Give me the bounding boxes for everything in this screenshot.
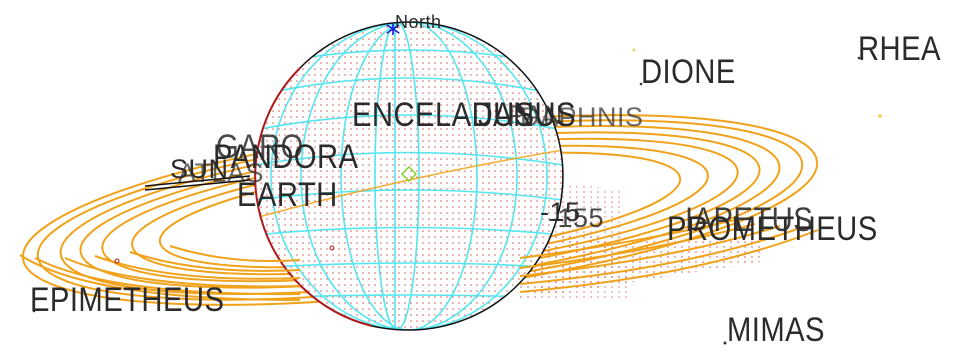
moon-label-mimas[interactable]: MIMAS xyxy=(727,311,825,349)
moon-label-epimetheus[interactable]: EPIMETHEUS xyxy=(30,281,225,319)
moon-label-iapetus[interactable]: IAPETUS xyxy=(685,201,814,239)
north-label: North xyxy=(395,12,442,32)
coord-label-lower: -155 xyxy=(548,203,605,233)
moon-label-pan[interactable]: PAN xyxy=(508,100,564,130)
rings-front xyxy=(19,219,819,301)
moon-label-pandora[interactable]: PANDORA xyxy=(213,138,359,176)
moon-label-enceladus[interactable]: ENCELADUS xyxy=(352,96,535,134)
moon-label-garo[interactable]: GARO xyxy=(216,128,304,166)
saturn-globe xyxy=(254,21,564,331)
moon-dots xyxy=(32,48,882,345)
sun-earth-indicator xyxy=(144,175,251,191)
moon-label-dione[interactable]: DIONE xyxy=(641,53,736,91)
sub-observer-marker xyxy=(400,165,418,183)
moon-label-sun[interactable]: SUN xyxy=(170,154,229,184)
moon-label-prometheus[interactable]: PROMETHEUS xyxy=(667,210,878,248)
coord-label-upper: -15 xyxy=(540,197,581,227)
moon-label-atlas[interactable]: ATLAS xyxy=(178,158,265,188)
moon-label-earth[interactable]: EARTH xyxy=(237,176,338,214)
north-pole-marker xyxy=(386,23,400,35)
moon-label-rhea[interactable]: RHEA xyxy=(858,30,941,68)
moon-label-daphnis[interactable]: DAPHNIS xyxy=(520,102,644,132)
moon-label-janus[interactable]: JANUS xyxy=(478,96,577,134)
